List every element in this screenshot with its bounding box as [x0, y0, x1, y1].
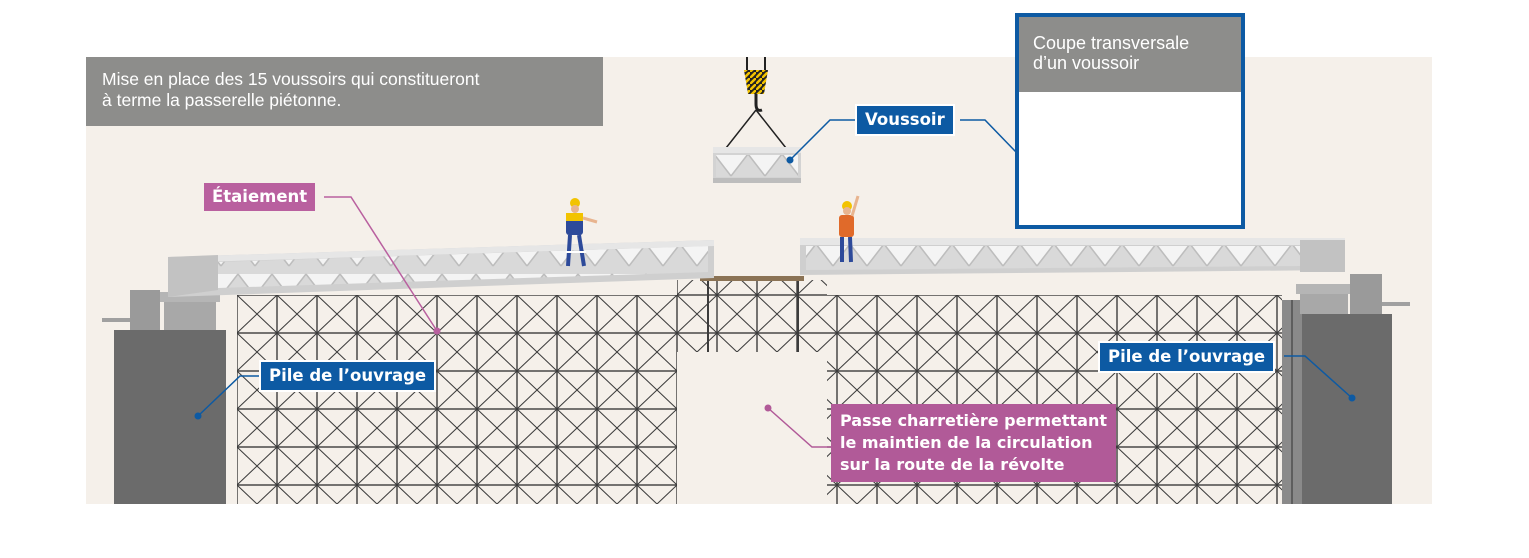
caption-box: Mise en place des 15 voussoirs qui const…	[86, 57, 603, 126]
passe-line-3: sur la route de la révolte	[840, 455, 1065, 474]
worker-left	[566, 198, 598, 267]
inset-title: Coupe transversale d’un voussoir	[1019, 17, 1241, 92]
hanging-segment	[713, 147, 801, 183]
pier-right	[1296, 274, 1410, 504]
passe-line-2: le maintien de la circulation	[840, 433, 1093, 452]
worker-right	[839, 195, 860, 263]
pile-label-left: Pile de l’ouvrage	[259, 360, 437, 392]
caption-line-1: Mise en place des 15 voussoirs qui const…	[102, 69, 480, 89]
voussoir-label: Voussoir	[855, 104, 955, 136]
pier-left	[102, 290, 226, 504]
passe-charretiere-label: Passe charretière permettant le maintien…	[831, 404, 1117, 482]
caption-line-2: à terme la passerelle piétonne.	[102, 90, 342, 110]
inset-title-line-1: Coupe transversale	[1033, 33, 1190, 53]
crane-hook	[725, 57, 787, 149]
deck-left	[168, 240, 714, 297]
cross-section-inset: Coupe transversale d’un voussoir	[1015, 13, 1245, 229]
etaiement-label: Étaiement	[204, 183, 316, 211]
pile-label-right: Pile de l’ouvrage	[1098, 341, 1276, 373]
deck-right	[800, 238, 1345, 275]
inset-title-line-2: d’un voussoir	[1033, 53, 1140, 73]
passe-line-1: Passe charretière permettant	[840, 411, 1108, 430]
